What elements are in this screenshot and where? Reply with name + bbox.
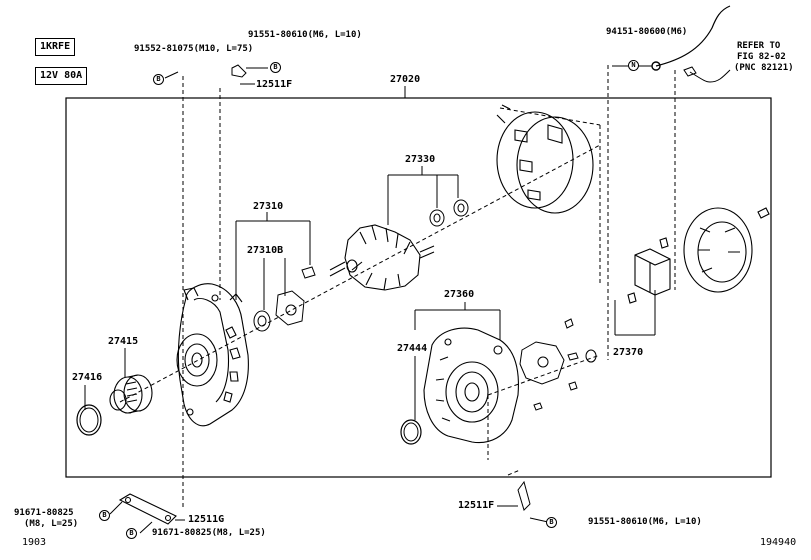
bolt-91671-bottom-label[interactable]: 91671-80825(M8, L=25): [152, 528, 266, 538]
engine-code-box: 1KRFE: [35, 38, 76, 56]
part-27310b-label[interactable]: 27310B: [247, 245, 284, 256]
b-marker-icon: B: [546, 517, 557, 528]
bolt-91552-label[interactable]: 91552-81075(M10, L=75): [134, 44, 254, 54]
part-27360-label[interactable]: 27360: [444, 289, 475, 300]
part-27370-label[interactable]: 27370: [613, 347, 644, 358]
part-12511f-bottom-label[interactable]: 12511F: [458, 500, 495, 511]
alternator-spec-box: 12V 80A: [35, 67, 88, 85]
b-marker-icon: B: [126, 528, 137, 539]
bolt-94151-label[interactable]: 94151-80600(M6): [606, 27, 688, 37]
bolt-91551-top-label[interactable]: 91551-80610(M6, L=10): [248, 30, 362, 40]
part-27330-label[interactable]: 27330: [405, 154, 436, 165]
footer-left-code: 1903: [22, 537, 47, 548]
part-27444-label[interactable]: 27444: [397, 343, 428, 354]
front-frame-drawing: [423, 327, 519, 444]
part-27020-label[interactable]: 27020: [390, 74, 421, 85]
bolt-91551-bottom-label[interactable]: 91551-80610(M6, L=10): [588, 517, 702, 527]
rear-cover-drawing: [683, 207, 770, 293]
b-marker-icon: B: [99, 510, 110, 521]
wire-drawing: [655, 5, 731, 67]
b-marker-icon: B: [270, 62, 281, 73]
bolt-91671-left-spec: (M8, L=25): [24, 519, 79, 529]
b-marker-icon: B: [153, 74, 164, 85]
pulley-cover-drawing: [76, 404, 102, 436]
rear-housing-drawing: [176, 283, 249, 427]
n-marker-icon: N: [628, 60, 639, 71]
ring-drawing: [400, 419, 422, 445]
pulley-drawing: [109, 374, 153, 414]
rotor-drawing: [329, 224, 435, 291]
part-27310-label[interactable]: 27310: [253, 201, 284, 212]
regulator-drawing: [627, 237, 671, 304]
refer-note-line3[interactable]: (PNC 82121): [734, 63, 794, 73]
part-12511g-label[interactable]: 12511G: [188, 514, 225, 525]
bracket-12511g-drawing: [118, 493, 177, 525]
part-27415-label[interactable]: 27415: [108, 336, 139, 347]
footer-right-code: 194940: [760, 537, 797, 548]
refer-note-line1[interactable]: REFER TO: [737, 41, 781, 51]
bolt-91671-left-label[interactable]: 91671-80825: [14, 508, 74, 518]
part-27416-label[interactable]: 27416: [72, 372, 103, 383]
assembly-frame: [65, 97, 772, 478]
refer-note-line2[interactable]: FIG 82-02: [737, 52, 786, 62]
stator-drawing: [496, 104, 594, 214]
part-12511f-top-label[interactable]: 12511F: [256, 79, 293, 90]
